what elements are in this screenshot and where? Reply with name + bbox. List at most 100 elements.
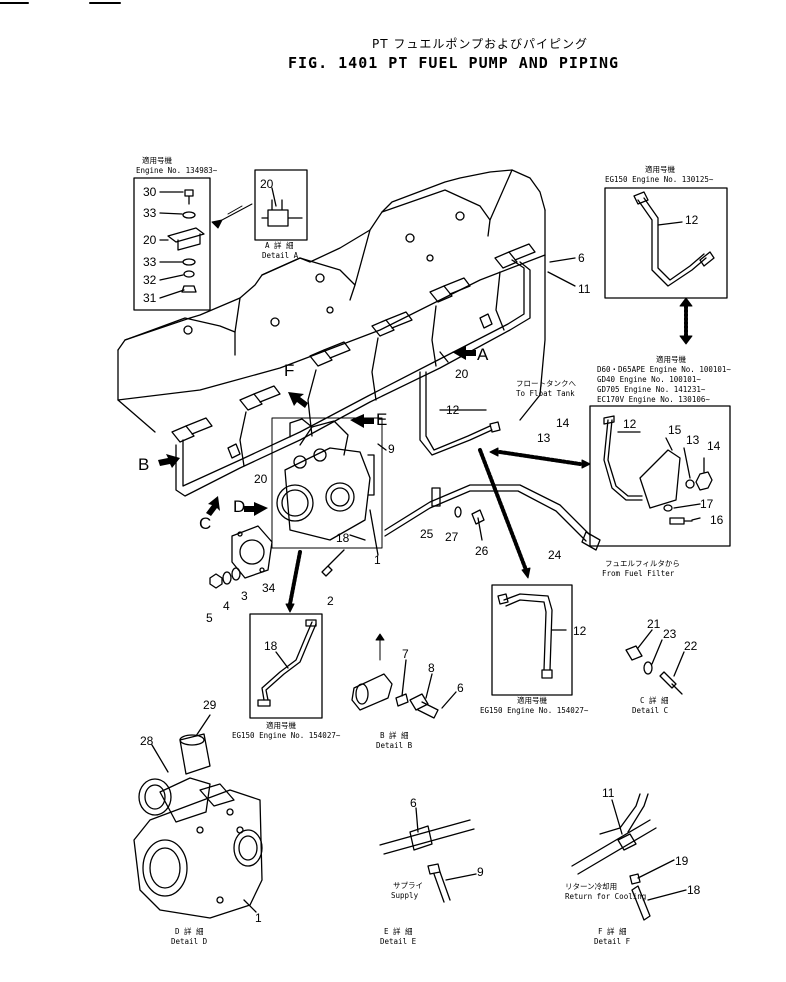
view-label-f: F	[284, 361, 295, 380]
detail-a-label-jp: A 詳 細	[265, 241, 294, 250]
detail-f-label-jp: F 詳 細	[598, 927, 627, 936]
callout-27: 27	[445, 530, 459, 544]
figure-title: FIG. 1401 PT FUEL PUMP AND PIPING	[288, 54, 620, 72]
float-tank-label: To Float Tank	[516, 389, 575, 398]
detail-b-label-jp: B 詳 細	[380, 731, 409, 740]
callout-3: 3	[241, 589, 248, 603]
detail-e-label-jp: E 詳 細	[384, 927, 413, 936]
detail-c-label: Detail C	[632, 706, 669, 715]
callout-20: 20	[260, 177, 274, 191]
engine-block	[117, 169, 693, 661]
callout-21: 21	[647, 617, 661, 631]
pipe-24	[384, 484, 591, 536]
callout-6: 6	[578, 251, 585, 265]
applicability-line: D60・D65APE Engine No. 100101~	[597, 365, 731, 374]
callout-11: 11	[602, 786, 615, 800]
detail-f-label: Detail F	[594, 937, 631, 946]
pipe-12-box-130125	[604, 187, 728, 299]
detail-box-134983	[133, 177, 211, 311]
callout-34: 34	[262, 581, 276, 595]
return-label-jp: リターン冷却用	[565, 882, 618, 891]
detail-c-label-jp: C 詳 細	[640, 696, 669, 705]
note-applicable-jp: 適用号機	[517, 696, 547, 705]
callout-1: 1	[374, 553, 381, 567]
nuts	[209, 567, 241, 589]
detail-a-label: Detail A	[262, 251, 299, 260]
callout-33: 33	[143, 255, 157, 269]
callout-17: 17	[700, 497, 714, 511]
note-applicable-jp: 適用号機	[656, 355, 686, 364]
supply-label-jp: サプライ	[393, 881, 423, 890]
callout-1: 1	[255, 911, 262, 925]
detail-e-label: Detail E	[380, 937, 417, 946]
callout-20: 20	[143, 233, 157, 247]
view-label-e: E	[376, 410, 388, 429]
callout-19: 19	[675, 854, 689, 868]
callout-7: 7	[402, 647, 409, 661]
pipe-12-box-154027	[491, 584, 573, 696]
note-applicable-jp: 適用号機	[266, 721, 296, 730]
hose-12	[419, 371, 493, 456]
callout-26: 26	[475, 544, 489, 558]
callout-28: 28	[140, 734, 154, 748]
callout-16: 16	[710, 513, 724, 527]
note-eg150-130125: EG150 Engine No. 130125~	[605, 175, 714, 184]
callout-15: 15	[668, 423, 682, 437]
detail-d-label-jp: D 詳 細	[175, 927, 204, 936]
return-label: Return for Cooling	[565, 892, 647, 901]
detail-f-parts	[571, 793, 687, 921]
detail-b-parts	[351, 659, 457, 719]
detail-c-parts	[625, 629, 685, 695]
callout-18: 18	[336, 531, 350, 545]
callout-4: 4	[223, 599, 230, 613]
note-engine-134983: Engine No. 134983~	[136, 166, 218, 175]
view-label-b: B	[138, 455, 150, 474]
note-eg150-154027: EG150 Engine No. 154027~	[480, 706, 589, 715]
applicability-line: GD40 Engine No. 100101~	[597, 375, 701, 384]
callout-29: 29	[203, 698, 217, 712]
title-japanese: PT フュエルポンプおよびパイピング	[372, 37, 589, 51]
callout-33: 33	[143, 206, 157, 220]
detail-b-label: Detail B	[376, 741, 413, 750]
applicability-line: GD705 Engine No. 141231~	[597, 385, 706, 394]
callout-11: 11	[578, 282, 591, 296]
applicability-line: EC170V Engine No. 130106~	[597, 395, 710, 404]
fuel-manifold-pipes	[175, 259, 531, 497]
fuel-filter-label: From Fuel Filter	[602, 569, 675, 578]
callout-9: 9	[388, 442, 395, 456]
fuel-pump-assembly	[271, 417, 383, 549]
callout-6: 6	[410, 796, 417, 810]
callout-12: 12	[623, 417, 637, 431]
detail-e-parts	[379, 807, 477, 903]
callout-22: 22	[684, 639, 698, 653]
callout-13: 13	[537, 431, 551, 445]
float-tank-jp: フロートタンクへ	[516, 379, 576, 388]
injectors	[171, 243, 536, 443]
view-label-c: C	[199, 514, 212, 533]
callout-13: 13	[686, 433, 700, 447]
supply-label: Supply	[391, 891, 419, 900]
view-label-a: A	[477, 345, 489, 364]
callout-12: 12	[573, 624, 587, 638]
callout-20: 20	[455, 367, 469, 381]
detail-d-pump	[133, 714, 263, 919]
callout-8: 8	[428, 661, 435, 675]
callout-14: 14	[556, 416, 570, 430]
callout-6: 6	[457, 681, 464, 695]
callout-23: 23	[663, 627, 677, 641]
detail-18-box	[249, 613, 323, 719]
callout-14: 14	[707, 439, 721, 453]
callout-32: 32	[143, 273, 157, 287]
bolt-2	[321, 549, 345, 577]
note-applicable-jp: 適用号機	[645, 165, 675, 174]
callout-2: 2	[327, 594, 334, 608]
callout-20: 20	[254, 472, 268, 486]
note-applicable-jp: 適用号機	[142, 156, 172, 165]
note-eg150-154027: EG150 Engine No. 154027~	[232, 731, 341, 740]
callout-18: 18	[687, 883, 701, 897]
view-label-d: D	[233, 497, 246, 516]
detail-d-label: Detail D	[171, 937, 208, 946]
callout-9: 9	[477, 865, 484, 879]
callout-12: 12	[685, 213, 699, 227]
